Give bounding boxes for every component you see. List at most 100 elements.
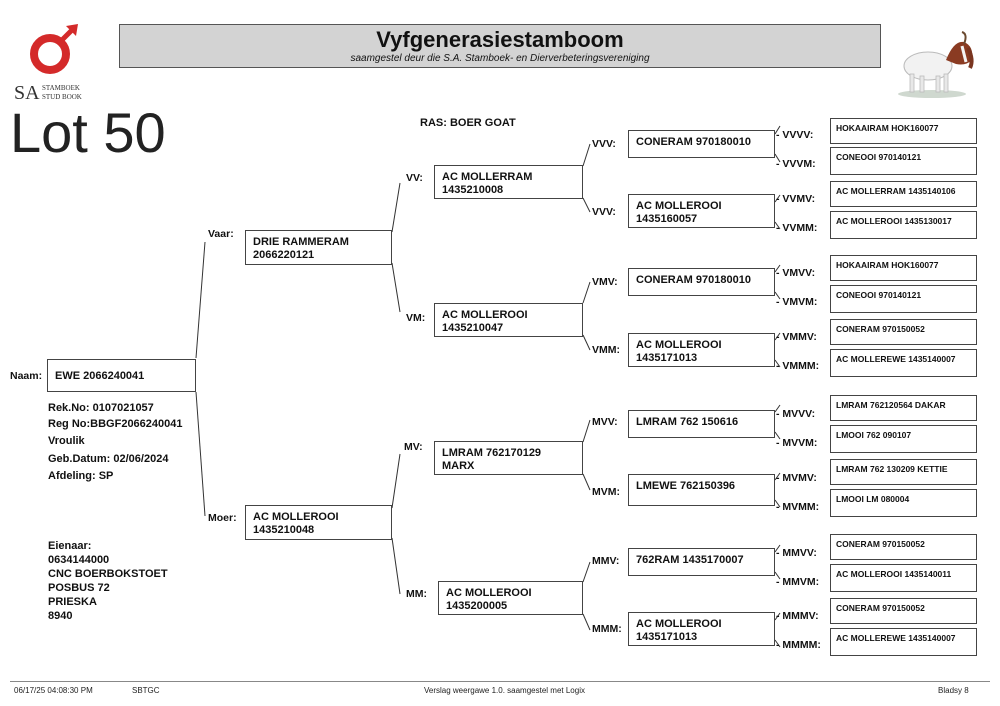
footer-code: SBTGC <box>132 686 160 695</box>
gen4-box: CONERAM 970150052 <box>830 319 977 345</box>
gen2-box: AC MOLLEROOI 1435200005 <box>438 581 583 615</box>
gen4-label: - MVMM: <box>776 501 820 513</box>
gen3-number: 1435160057 <box>636 213 698 225</box>
gen4-label: - VVMV: <box>776 193 816 205</box>
breed-label: RAS: BOER GOAT <box>420 117 516 129</box>
gen3-label: MMM: <box>592 623 622 635</box>
gen3-label: MVM: <box>592 486 620 498</box>
gen4-label: - MMVM: <box>776 576 820 588</box>
dam-number: 1435210048 <box>253 524 315 536</box>
gen4-label: - VVMM: <box>776 222 818 234</box>
footer-divider <box>10 681 990 682</box>
gen3-box: 762RAM 1435170007 <box>628 548 775 576</box>
gen4-label: - MVMV: <box>776 472 817 484</box>
gen3-box: LMEWE 762150396 <box>628 474 775 506</box>
owner-address2: PRIESKA <box>48 596 97 608</box>
gen3-label: MVV: <box>592 416 618 428</box>
gen2-number: 1435210008 <box>442 184 504 196</box>
gen2-name: AC MOLLEROOI <box>442 309 528 321</box>
gen4-box: LMOOI 762 090107 <box>830 425 977 453</box>
gen4-label: - VMVV: <box>776 267 816 279</box>
gen2-box: AC MOLLEROOI 1435210047 <box>434 303 583 337</box>
owner-postcode: 8940 <box>48 610 73 622</box>
gen4-box: HOKAAIRAM HOK160077 <box>830 118 977 144</box>
gen4-box: LMRAM 762 130209 KETTIE <box>830 459 977 485</box>
gen2-number: 1435200005 <box>446 600 508 612</box>
gen4-name: CONERAM 970150052 <box>836 539 925 549</box>
gen3-box: CONERAM 970180010 <box>628 130 775 158</box>
gen4-label: - VVVM: <box>776 158 816 170</box>
page-title: Vyfgenerasiestamboom <box>376 27 624 52</box>
gen4-label: - MVVV: <box>776 408 816 420</box>
gen2-box: AC MOLLERRAM 1435210008 <box>434 165 583 199</box>
animal-name-box: EWE 2066240041 <box>47 359 196 392</box>
sire-number: 2066220121 <box>253 249 315 261</box>
footer-timestamp: 06/17/25 04:08:30 PM <box>14 686 93 695</box>
gen3-label: MMV: <box>592 555 620 567</box>
logo-line2: STUD BOOK <box>42 93 82 101</box>
gen2-label: MV: <box>404 441 423 453</box>
sa-stud-book-logo: SA STAMBOEK STUD BOOK <box>12 24 97 104</box>
gen4-label: - MMMM: <box>776 639 821 651</box>
gen3-name: CONERAM 970180010 <box>636 274 751 286</box>
gen2-number: 1435210047 <box>442 322 504 334</box>
gen3-box: LMRAM 762 150616 <box>628 410 775 438</box>
gen3-label: VVV: <box>592 138 616 150</box>
gen4-box: CONERAM 970150052 <box>830 598 977 624</box>
gen2-name: AC MOLLEROOI <box>446 587 532 599</box>
gen4-box: LMRAM 762120564 DAKAR <box>830 395 977 421</box>
gen3-label: VMV: <box>592 276 618 288</box>
gen3-name: 762RAM 1435170007 <box>636 554 744 566</box>
page-subtitle: saamgestel deur die S.A. Stamboek- en Di… <box>350 53 650 64</box>
gen4-name: AC MOLLEREWE 1435140007 <box>836 633 956 643</box>
gen2-label: VM: <box>406 312 426 324</box>
sire-label: Vaar: <box>208 228 234 240</box>
footer-page-number: Bladsy 8 <box>938 686 969 695</box>
sire-name: DRIE RAMMERAM <box>253 236 349 248</box>
title-bar: Vyfgenerasiestamboom saamgestel deur die… <box>119 24 881 68</box>
gen3-box: CONERAM 970180010 <box>628 268 775 296</box>
gen3-name: LMEWE 762150396 <box>636 480 736 492</box>
gen4-label: - VMVM: <box>776 296 818 308</box>
gen4-box: LMOOI LM 080004 <box>830 489 977 517</box>
animal-reg-no: Reg No:BBGF2066240041 <box>48 418 183 430</box>
gen2-box: LMRAM 762170129 MARX <box>434 441 583 475</box>
dam-name: AC MOLLEROOI <box>253 511 339 523</box>
gen3-box: AC MOLLEROOI 1435160057 <box>628 194 775 228</box>
lot-number: Lot 50 <box>10 101 166 164</box>
animal-afdeling: Afdeling: SP <box>48 470 114 482</box>
owner-label: Eienaar: <box>48 540 92 552</box>
gen4-name: HOKAAIRAM HOK160077 <box>836 260 939 270</box>
gen4-name: HOKAAIRAM HOK160077 <box>836 123 939 133</box>
gen3-number: 1435171013 <box>636 352 698 364</box>
gen4-name: CONERAM 970150052 <box>836 324 925 334</box>
gen4-name: LMRAM 762120564 DAKAR <box>836 400 946 410</box>
gen4-box: AC MOLLEREWE 1435140007 <box>830 628 977 656</box>
logo-line1: STAMBOEK <box>42 84 80 92</box>
gen4-box: AC MOLLEROOI 1435130017 <box>830 211 977 239</box>
gen4-name: CONERAM 970150052 <box>836 603 925 613</box>
gen4-name: LMOOI LM 080004 <box>836 494 910 504</box>
gen4-name: LMOOI 762 090107 <box>836 430 912 440</box>
gen4-box: HOKAAIRAM HOK160077 <box>830 255 977 281</box>
gen4-label: - MMVV: <box>776 547 817 559</box>
gen4-name: CONEOOI 970140121 <box>836 290 922 300</box>
gen4-label: - MVVM: <box>776 437 818 449</box>
gen3-name: AC MOLLEROOI <box>636 618 722 630</box>
animal-sex: Vroulik <box>48 435 85 447</box>
gen3-name: CONERAM 970180010 <box>636 136 751 148</box>
dam-label: Moer: <box>208 512 237 524</box>
gen3-box: AC MOLLEROOI 1435171013 <box>628 333 775 367</box>
animal-label: Naam: <box>10 370 43 382</box>
gen4-label: - VVVV: <box>776 129 814 141</box>
gen4-name: AC MOLLEROOI 1435140011 <box>836 569 952 579</box>
gen3-label: VVV: <box>592 206 616 218</box>
owner-name: CNC BOERBOKSTOET <box>48 568 168 580</box>
gen4-box: CONERAM 970150052 <box>830 534 977 560</box>
gen4-box: CONEOOI 970140121 <box>830 147 977 175</box>
footer-version: Verslag weergawe 1.0. saamgestel met Log… <box>424 686 585 695</box>
gen3-name: AC MOLLEROOI <box>636 339 722 351</box>
animal-rek-no: Rek.No: 0107021057 <box>48 402 154 414</box>
logo-letters: SA <box>14 82 40 104</box>
